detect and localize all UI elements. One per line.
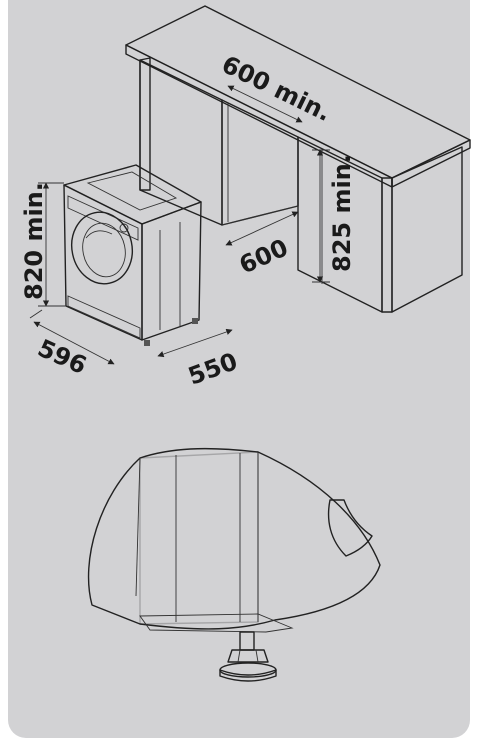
cabinet-depth-label: 600 [235, 234, 292, 280]
kitchen-cabinet [125, 5, 471, 313]
adjustable-foot-detail [87, 447, 381, 682]
washing-machine [63, 164, 202, 346]
machine-height-label: 820 min. [20, 182, 48, 300]
dimension-lines [29, 85, 330, 365]
machine-width-label: 596 [34, 334, 91, 380]
machine-depth-label: 550 [184, 347, 241, 390]
background-panel [8, 0, 470, 738]
worktop-height-label: 825 min. [328, 154, 356, 272]
worktop-gap-label: 600 min. [217, 50, 335, 127]
